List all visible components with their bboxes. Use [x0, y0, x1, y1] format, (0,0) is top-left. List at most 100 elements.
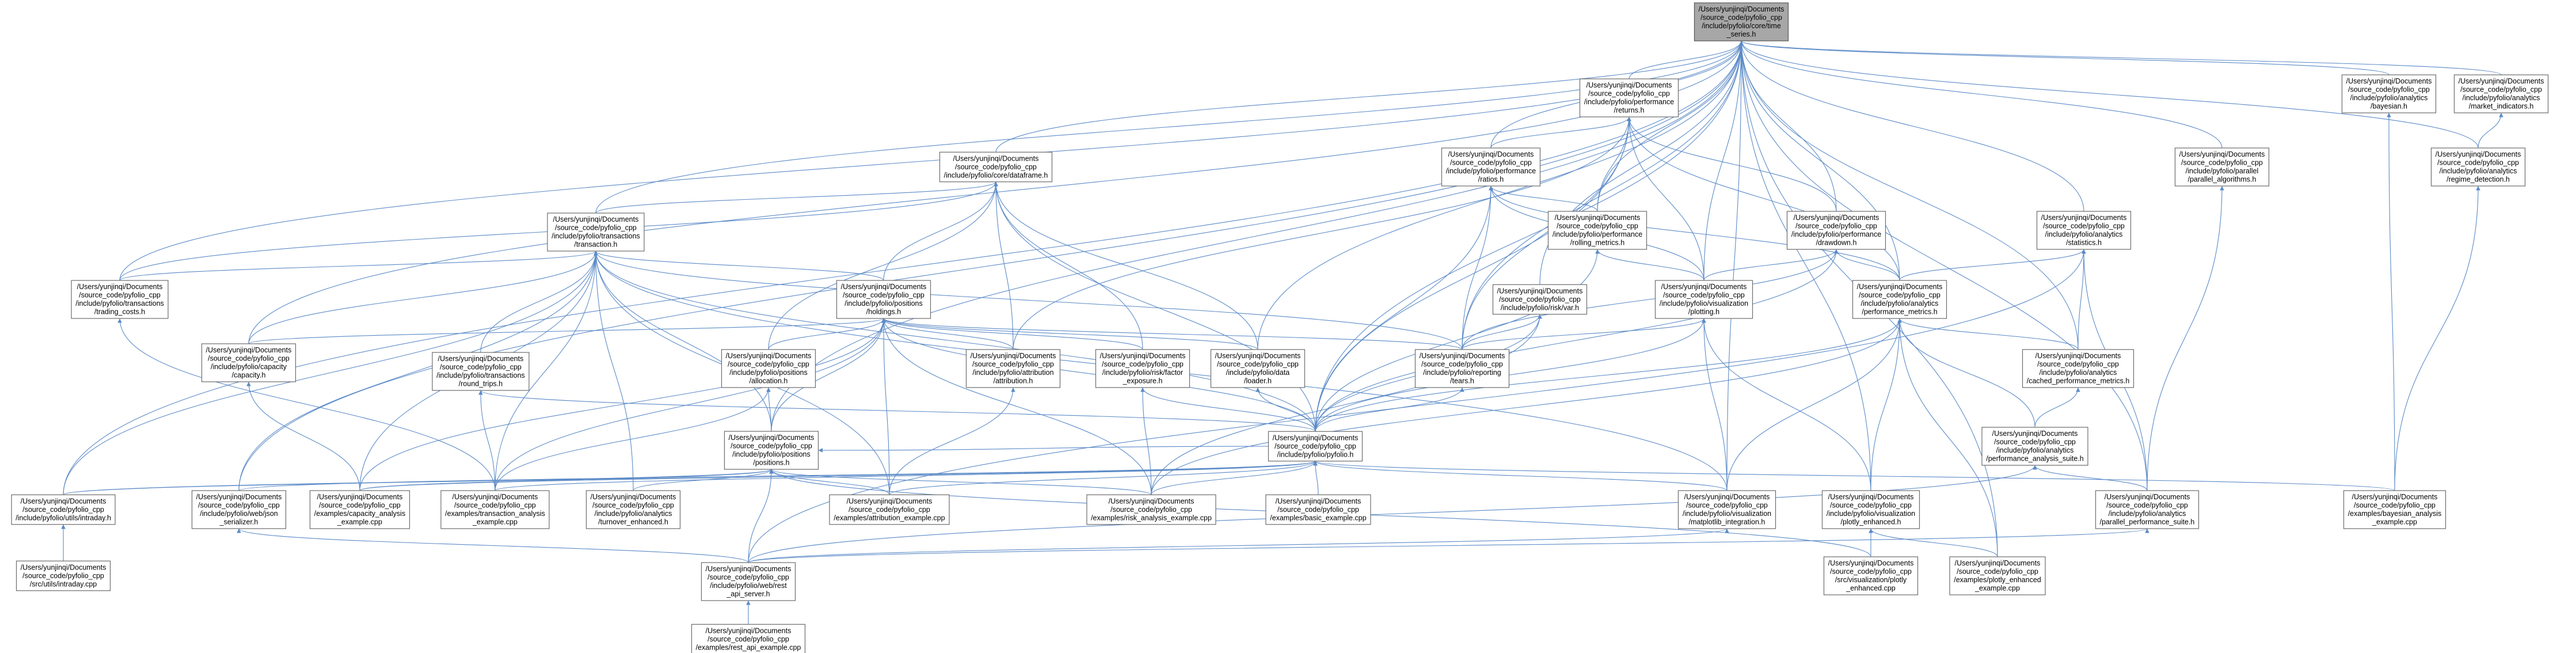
node-box: [1265, 494, 1371, 525]
node-label-line: /plotting.h: [1688, 308, 1719, 316]
node-label-line: /include/pyfolio/data: [1226, 369, 1290, 377]
node-label-line: /Users/yunjinqi/Documents: [2436, 150, 2521, 158]
node-label-line: _exposure.h: [1123, 377, 1163, 385]
node-label-line: /trading_costs.h: [94, 308, 145, 316]
node-box: [1821, 490, 1920, 529]
edge-regime-bayes_ex: [2394, 185, 2480, 491]
edge-plotting-pyfolio: [1315, 318, 1706, 432]
edge-ratios-perf_metrics: [1489, 185, 1900, 281]
node-label-line: /include/pyfolio/web/rest: [710, 582, 787, 590]
edge-pyfolio-basic_ex: [1313, 461, 1319, 495]
node-statistics: /Users/yunjinqi/Documents/source_code/py…: [2036, 211, 2132, 250]
node-box: [701, 562, 796, 601]
edge-tears-pyfolio: [1315, 387, 1464, 432]
node-label-line: /Users/yunjinqi/Documents: [2035, 352, 2121, 360]
node-box: [547, 212, 645, 252]
edge-holdings-factor: [881, 318, 1143, 350]
node-label-line: /Users/yunjinqi/Documents: [1276, 497, 1361, 505]
node-label-line: /Users/yunjinqi/Documents: [2459, 77, 2544, 85]
node-label-line: /source_code/pyfolio_cpp: [707, 574, 789, 582]
node-label-line: /Users/yunjinqi/Documents: [1828, 493, 1914, 501]
edge-transaction-holdings: [593, 250, 884, 281]
node-label-line: /Users/yunjinqi/Documents: [1100, 352, 1186, 360]
node-label-line: /source_code/pyfolio_cpp: [730, 442, 812, 450]
node-box: [1579, 78, 1679, 117]
edge-round_trips-trans_ex: [478, 390, 496, 491]
edge-perf_suite_h-rest_api: [748, 465, 2037, 563]
edge-pyfolio-bayes_ex: [1313, 461, 2395, 491]
node-label-line: /include/pyfolio/performance: [1791, 230, 1881, 238]
node-box: [432, 352, 530, 391]
node-box: [829, 494, 950, 525]
node-label-line: /Users/yunjinqi/Documents: [452, 493, 538, 501]
node-label-line: /Users/yunjinqi/Documents: [971, 352, 1056, 360]
edge-round_trips-pyfolio: [478, 390, 1316, 432]
node-capacity: /Users/yunjinqi/Documents/source_code/py…: [201, 343, 296, 382]
edge-transaction-trans_ex: [494, 250, 598, 491]
edge-root-json_ser: [238, 40, 1744, 491]
edge-drawdown-perf_metrics: [1834, 249, 1900, 281]
edge-root-drawdown: [1739, 40, 1837, 212]
node-label-line: /source_code/pyfolio_cpp: [208, 355, 290, 363]
edge-dataframe-factor: [994, 181, 1143, 350]
node-bayes-ex: /Users/yunjinqi/Documents/source_code/py…: [2343, 490, 2446, 529]
edge-root-par_perf: [1739, 40, 2148, 491]
edge-transaction-capacity: [248, 250, 598, 344]
node-label-line: /include/pyfolio/analytics: [2045, 230, 2123, 238]
node-loader: /Users/yunjinqi/Documents/source_code/py…: [1210, 349, 1306, 388]
node-box: [201, 343, 296, 382]
node-label-line: /Users/yunjinqi/Documents: [1586, 81, 1672, 89]
node-label-line: _example.cpp: [1974, 584, 2020, 593]
node-basic-ex: /Users/yunjinqi/Documents/source_code/py…: [1265, 494, 1371, 525]
edge-layer: [61, 40, 2503, 625]
edge-root-regime: [1739, 40, 2479, 149]
node-plotly-ex: /Users/yunjinqi/Documents/source_code/py…: [1949, 556, 2046, 595]
node-label-line: /Users/yunjinqi/Documents: [1661, 283, 1747, 291]
node-label-line: /examples/capacity_analysis: [314, 510, 405, 518]
edge-returns-pyfolio: [1315, 116, 1631, 432]
node-label-line: /include/pyfolio/analytics: [1996, 446, 2074, 454]
edge-plotting-plotly_h: [1702, 318, 1871, 491]
node-label-line: /market_indicators.h: [2469, 102, 2534, 111]
node-box: [1547, 211, 1647, 250]
edge-plotting-tears: [1462, 318, 1706, 350]
edge-pyfolio-capacity_ex: [359, 461, 1318, 491]
node-tears: /Users/yunjinqi/Documents/source_code/py…: [1414, 349, 1510, 388]
edge-root-plotting: [1703, 40, 1744, 281]
node-label-line: /include/pyfolio/visualization: [1827, 510, 1915, 518]
node-label-line: _example.cpp: [337, 518, 382, 526]
edge-statistics-cached_perf: [2077, 249, 2086, 350]
edge-holdings-allocation: [768, 318, 886, 350]
node-label-line: /source_code/pyfolio_cpp: [319, 502, 401, 510]
edge-perf_metrics-risk_ex: [1151, 318, 1902, 495]
node-box: [1694, 2, 1789, 41]
edge-loader-pyfolio: [1255, 387, 1316, 432]
node-label-line: /source_code/pyfolio_cpp: [843, 291, 924, 299]
node-label-line: /performance_metrics.h: [1862, 308, 1937, 316]
node-label-line: /Users/yunjinqi/Documents: [706, 627, 792, 635]
edge-root-mpl: [1726, 40, 1744, 491]
node-label-line: /Users/yunjinqi/Documents: [206, 346, 292, 354]
node-label-line: /Users/yunjinqi/Documents: [847, 497, 933, 505]
node-label-line: _api_server.h: [726, 590, 770, 598]
edge-dataframe-holdings: [883, 181, 998, 281]
edge-perf_metrics-plotly_ex: [1897, 318, 1998, 557]
node-label-line: /include/pyfolio/analytics: [2040, 369, 2117, 377]
node-label-line: /source_code/pyfolio_cpp: [2181, 159, 2263, 167]
node-label-line: /include/pyfolio/positions: [729, 369, 808, 377]
node-label-line: /Users/yunjinqi/Documents: [1992, 430, 2078, 438]
node-label-line: /source_code/pyfolio_cpp: [1795, 222, 1877, 230]
node-box: [1441, 147, 1541, 187]
edge-perf_metrics-pyfolio: [1315, 318, 1902, 432]
node-label-line: /rolling_metrics.h: [1570, 239, 1625, 247]
edge-holdings-attribution: [881, 318, 1014, 350]
edge-holdings-tears: [881, 318, 1463, 350]
node-label-line: /Users/yunjinqi/Documents: [21, 497, 106, 505]
edge-root-tears: [1462, 40, 1744, 350]
node-box: [1852, 280, 1947, 319]
node-box: [1210, 349, 1306, 388]
node-label-line: /include/pyfolio/core/dataframe.h: [944, 171, 1048, 179]
edge-json_ser-rest_api: [237, 528, 749, 563]
node-rolling: /Users/yunjinqi/Documents/source_code/py…: [1547, 211, 1647, 250]
